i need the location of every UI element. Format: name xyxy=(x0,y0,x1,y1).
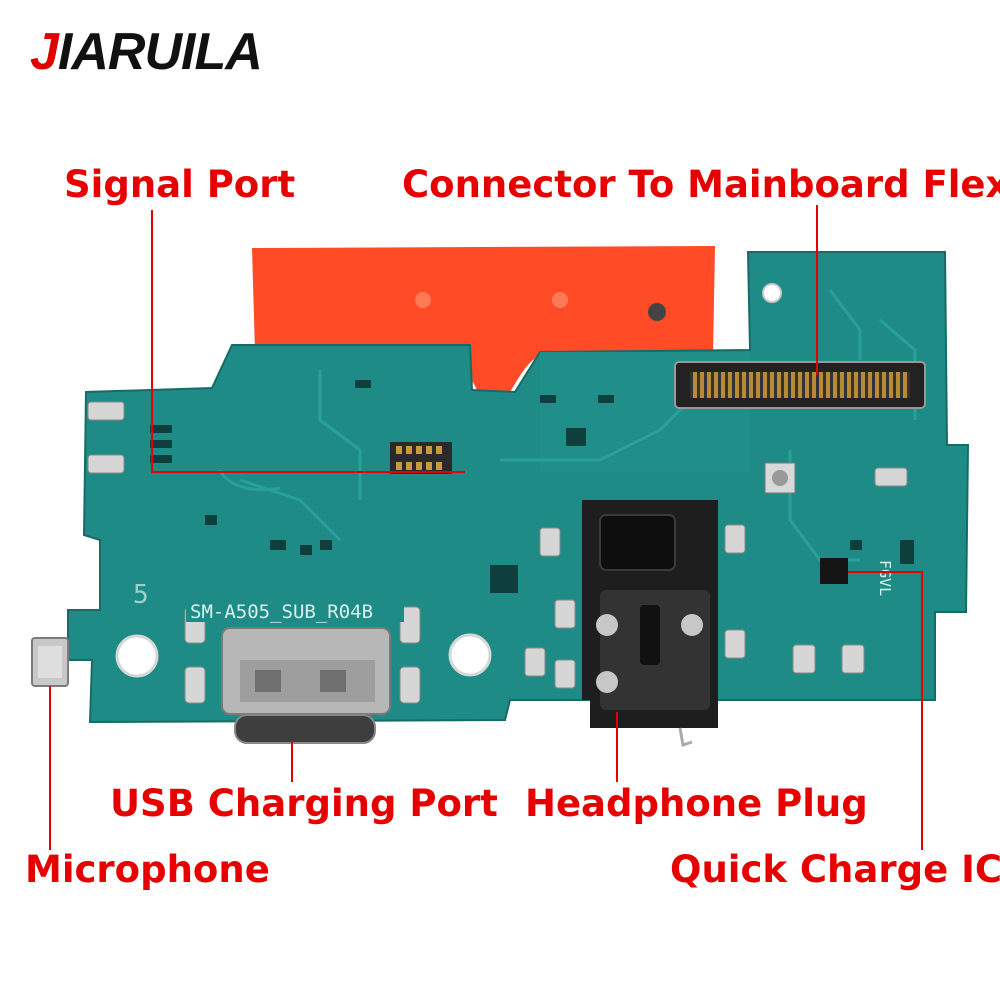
smd-component xyxy=(566,428,586,446)
side-pad xyxy=(841,644,865,674)
label-connector-to-mainboard-flex: Connector To Mainboard Flex xyxy=(402,163,1000,206)
smd-component xyxy=(540,395,556,403)
connector-pin xyxy=(436,462,442,470)
mainboard-flex-connector-pins xyxy=(690,372,910,398)
connector-pin xyxy=(416,462,422,470)
side-pad xyxy=(792,644,816,674)
pcb-trace xyxy=(239,478,342,542)
connector-pin xyxy=(426,446,432,454)
side-pad xyxy=(539,527,561,557)
side-pad xyxy=(554,659,576,689)
connector-pin xyxy=(416,446,422,454)
antenna-connector-center xyxy=(772,470,788,486)
side-pad xyxy=(874,467,908,487)
pcb-trace xyxy=(218,469,281,492)
signal-pad xyxy=(87,401,125,421)
mount-hole xyxy=(448,633,492,677)
mount-hole xyxy=(115,634,159,678)
smd-component xyxy=(900,540,914,564)
smd-component xyxy=(355,380,371,388)
microphone-grille xyxy=(38,646,62,678)
side-pad xyxy=(399,606,421,644)
silkscreen-code: FGVL xyxy=(876,560,894,596)
quick-charge-ic xyxy=(820,558,848,584)
smd-component xyxy=(150,455,172,463)
usb-port-opening xyxy=(234,714,376,744)
smd-component xyxy=(300,545,312,555)
callout-line-signal-port xyxy=(151,210,465,473)
connector-pin xyxy=(406,446,412,454)
pcb-trace xyxy=(828,289,862,360)
brand-name: IARUILA xyxy=(57,23,263,81)
headphone-jack-lead xyxy=(678,727,693,747)
side-pad xyxy=(399,666,421,704)
headphone-jack-pin xyxy=(596,671,618,693)
connector-pin xyxy=(436,446,442,454)
side-pad xyxy=(724,629,746,659)
connector-pin xyxy=(396,446,402,454)
label-usb-charging-port: USB Charging Port xyxy=(110,782,498,825)
pcb-trace xyxy=(318,370,362,500)
sticker-hole xyxy=(552,292,568,308)
signal-pad xyxy=(87,454,125,474)
headphone-jack-socket xyxy=(599,514,676,571)
headphone-jack-slot xyxy=(640,605,660,665)
usb-port-hole xyxy=(320,670,346,692)
smd-component xyxy=(598,395,614,403)
smd-component xyxy=(150,425,172,433)
connector-pin xyxy=(406,462,412,470)
brand-logo: JIARUILA xyxy=(30,22,263,82)
side-pad xyxy=(524,647,546,677)
label-microphone: Microphone xyxy=(25,848,270,891)
sticker-hole xyxy=(415,292,431,308)
label-signal-port: Signal Port xyxy=(64,163,296,206)
usb-port-hole xyxy=(255,670,281,692)
side-pad xyxy=(724,524,746,554)
silkscreen-model: SM-A505_SUB_R04B xyxy=(190,601,373,623)
smd-component xyxy=(205,515,217,525)
sticker-hole xyxy=(648,303,666,321)
label-headphone-plug: Headphone Plug xyxy=(525,782,868,825)
label-quick-charge-ic: Quick Charge IC xyxy=(670,848,1000,891)
smd-component xyxy=(150,440,172,448)
side-pad xyxy=(554,599,576,629)
connector-pin xyxy=(396,462,402,470)
smd-component xyxy=(270,540,286,550)
side-pad xyxy=(184,666,206,704)
headphone-jack-pin xyxy=(596,614,618,636)
connector-pin xyxy=(426,462,432,470)
silkscreen-number: 5 xyxy=(133,580,149,610)
mount-hole xyxy=(762,283,782,303)
brand-initial: J xyxy=(30,23,59,81)
pcb-trace xyxy=(500,398,692,462)
silkscreen-label-background xyxy=(186,598,404,622)
smd-component xyxy=(320,540,332,550)
adhesive-sticker xyxy=(252,246,715,402)
headphone-jack-pin xyxy=(681,614,703,636)
smd-component xyxy=(490,565,518,593)
callout-line-quick-charge xyxy=(848,571,923,850)
smd-component xyxy=(850,540,862,550)
